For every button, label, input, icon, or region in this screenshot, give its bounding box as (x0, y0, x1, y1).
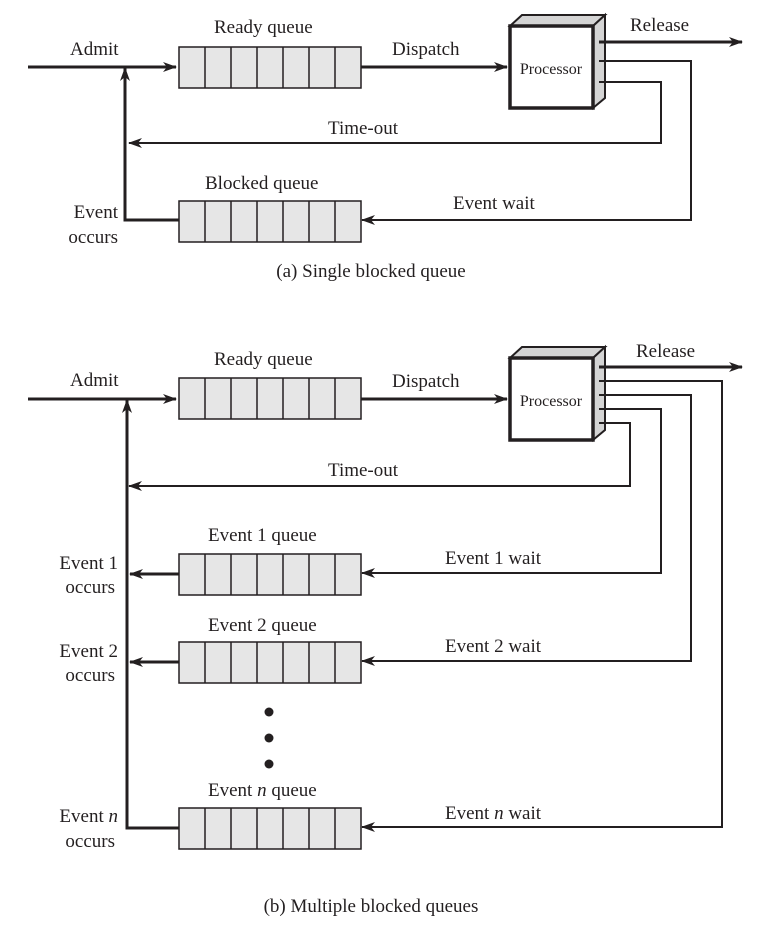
caption-a: (a) Single blocked queue (276, 261, 465, 282)
blocked-queue (178, 200, 362, 243)
ellipsis-dot (264, 733, 274, 743)
release-label: Release (630, 15, 689, 36)
dispatch-label: Dispatch (392, 371, 460, 392)
event-wait-label: Event wait (453, 193, 536, 214)
event-occurs-bus (122, 399, 179, 830)
event-1-occurs-line2: occurs (65, 577, 115, 598)
queue-outline (178, 377, 362, 420)
diagram-b: Admit Ready queue Dispatch Processor Rel… (28, 341, 743, 917)
ellipsis-dot (264, 707, 274, 717)
processor-label: Processor (520, 61, 583, 78)
processor-label: Processor (520, 393, 583, 410)
event-n-wait-label: Event n wait (445, 803, 542, 824)
event-occurs-label-line2: occurs (68, 227, 118, 248)
admit-label: Admit (70, 39, 119, 60)
blocked-queue-label: Blocked queue (205, 173, 318, 194)
event-n-wait-arrow (361, 380, 723, 832)
event-n-queue-label: Event n queue (208, 780, 317, 801)
timeout-label: Time-out (328, 460, 399, 481)
event-1-occurs-line1: Event 1 (59, 553, 118, 574)
ellipsis-dot (264, 759, 274, 769)
event-2-queue-label: Event 2 queue (208, 615, 317, 636)
ready-queue-label: Ready queue (214, 17, 313, 38)
event-wait-arrow (361, 60, 692, 225)
processor-box: Processor (507, 344, 608, 443)
event-n-occurs-line2: occurs (65, 831, 115, 852)
event-2-queue (178, 641, 362, 684)
processor-box: Processor (507, 12, 608, 111)
queue-outline (178, 200, 362, 243)
event-2-wait-label: Event 2 wait (445, 636, 542, 657)
event-2-occurs-line1: Event 2 (59, 641, 118, 662)
timeout-arrow (128, 81, 662, 148)
dispatch-label: Dispatch (392, 39, 460, 60)
queue-outline (178, 46, 362, 89)
release-label: Release (636, 341, 695, 362)
event-n-occurs-line1: Event n (59, 806, 118, 827)
event-1-queue-label: Event 1 queue (208, 525, 317, 546)
queue-outline (178, 641, 362, 684)
timeout-arrow (128, 422, 631, 491)
event-1-wait-arrow (361, 408, 662, 578)
timeout-label: Time-out (328, 118, 399, 139)
queue-outline (178, 553, 362, 596)
event-2-occurs-line2: occurs (65, 665, 115, 686)
ready-queue (178, 377, 362, 420)
ready-queue-label: Ready queue (214, 349, 313, 370)
admit-label: Admit (70, 370, 119, 391)
event-occurs-arrow (120, 67, 179, 222)
diagram-a: Admit Ready queue Dispatch Processor Rel… (28, 12, 743, 282)
event-1-queue (178, 553, 362, 596)
event-occurs-label-line1: Event (74, 202, 119, 223)
ready-queue (178, 46, 362, 89)
event-1-wait-label: Event 1 wait (445, 548, 542, 569)
queue-outline (178, 807, 362, 850)
event-n-queue (178, 807, 362, 850)
caption-b: (b) Multiple blocked queues (264, 896, 479, 917)
event-2-wait-arrow (361, 394, 692, 666)
